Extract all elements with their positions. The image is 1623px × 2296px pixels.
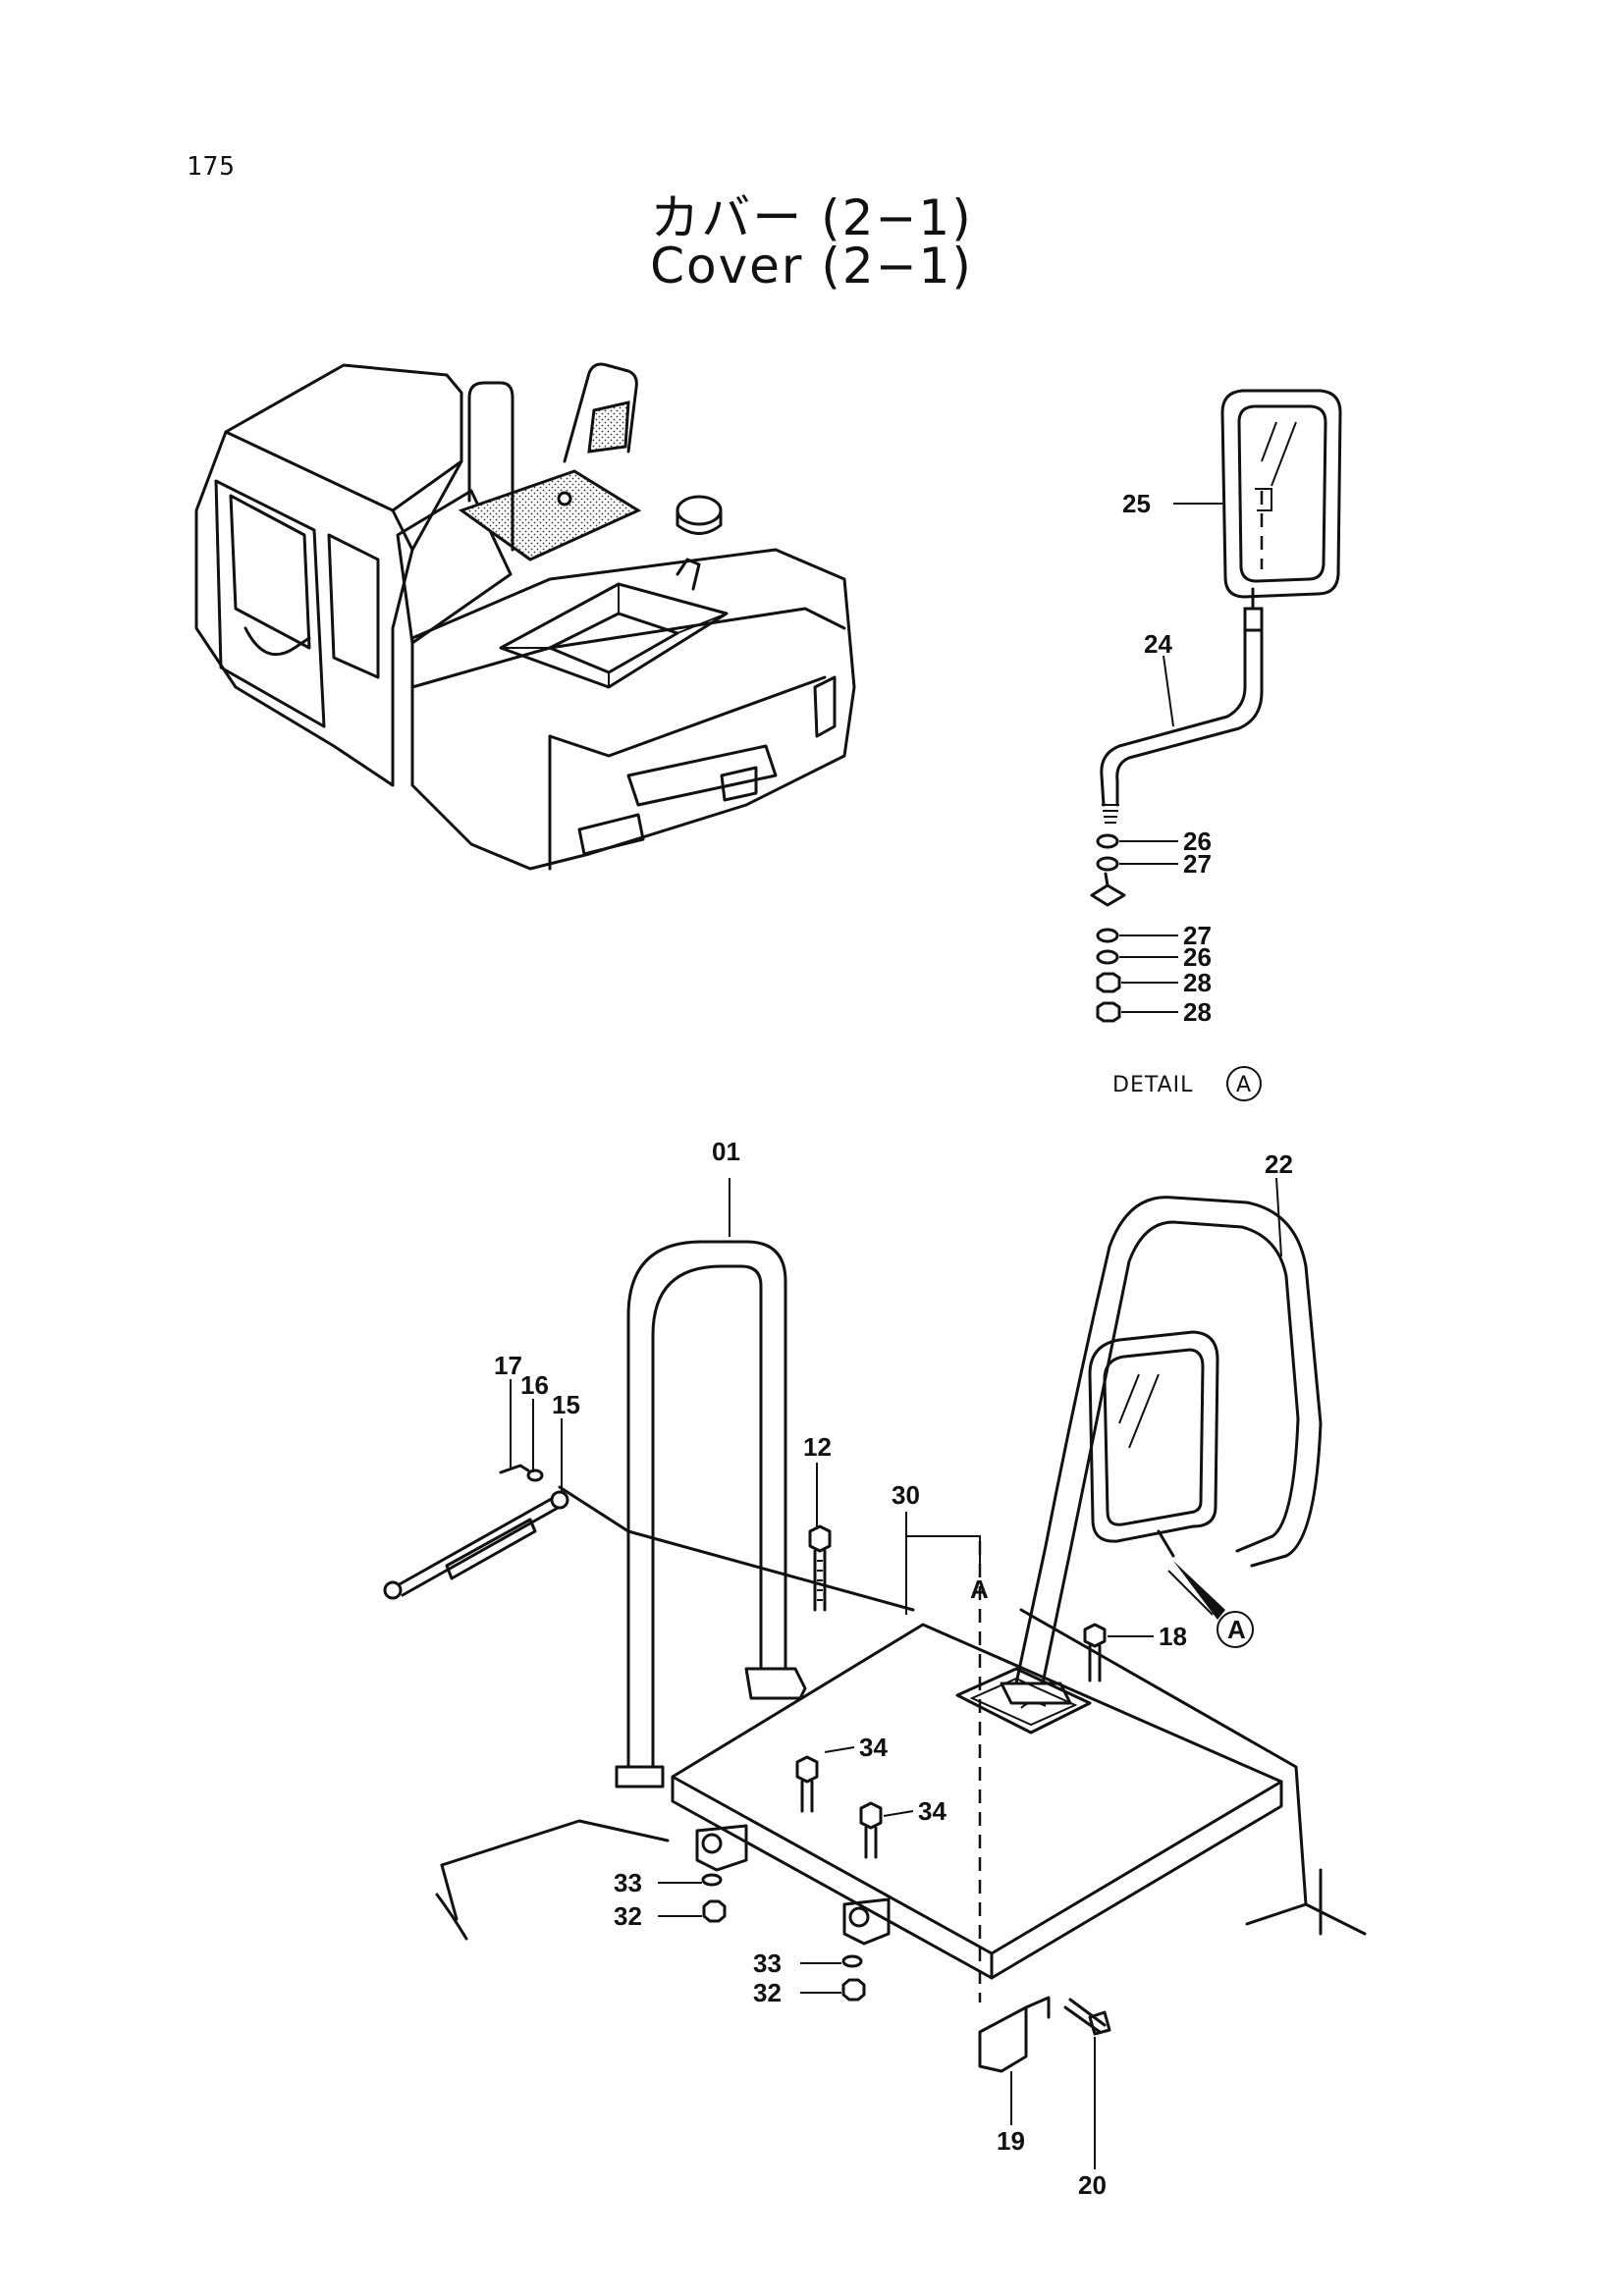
machine-overview-illustration	[194, 362, 856, 871]
callout-22: 22	[1265, 1149, 1293, 1179]
callout-16: 16	[520, 1370, 549, 1400]
callout-26-b: 26	[1183, 942, 1212, 972]
callout-a-circle: A	[1227, 1615, 1246, 1644]
callout-15: 15	[552, 1390, 580, 1419]
detail-a-label: DETAIL	[1112, 1073, 1193, 1097]
callout-a-letter: A	[970, 1575, 989, 1604]
page-number: 175	[187, 152, 236, 182]
callout-20: 20	[1078, 2170, 1107, 2200]
callout-24: 24	[1144, 629, 1172, 659]
callout-33-b: 33	[753, 1949, 782, 1978]
detail-a-marker: A	[1236, 1073, 1252, 1097]
callout-33-a: 33	[614, 1868, 642, 1897]
callout-18: 18	[1159, 1622, 1187, 1651]
page-title-japanese: カバー (2−1)	[650, 189, 973, 246]
callout-26-a: 26	[1183, 827, 1212, 856]
main-exploded-view	[383, 1177, 1367, 2169]
callout-25: 25	[1122, 489, 1151, 518]
callout-30: 30	[892, 1480, 920, 1510]
callout-labels: 25 24 26 27 27 26 28 28 DETAIL A 01 22 1…	[494, 489, 1293, 2200]
callout-19: 19	[997, 2126, 1025, 2156]
callout-32-b: 32	[753, 1978, 782, 2007]
callout-17: 17	[494, 1351, 522, 1380]
callout-34-a: 34	[859, 1733, 888, 1762]
callout-28-b: 28	[1183, 997, 1212, 1027]
callout-27-a: 27	[1183, 849, 1212, 879]
detail-a-illustration	[1090, 389, 1342, 1101]
callout-28-a: 28	[1183, 968, 1212, 997]
callout-32-a: 32	[614, 1901, 642, 1931]
callout-01: 01	[712, 1137, 740, 1166]
callout-34-b: 34	[918, 1796, 947, 1826]
callout-12: 12	[803, 1432, 832, 1462]
page-title-english: Cover (2−1)	[650, 238, 973, 294]
callout-27-b: 27	[1183, 921, 1212, 950]
